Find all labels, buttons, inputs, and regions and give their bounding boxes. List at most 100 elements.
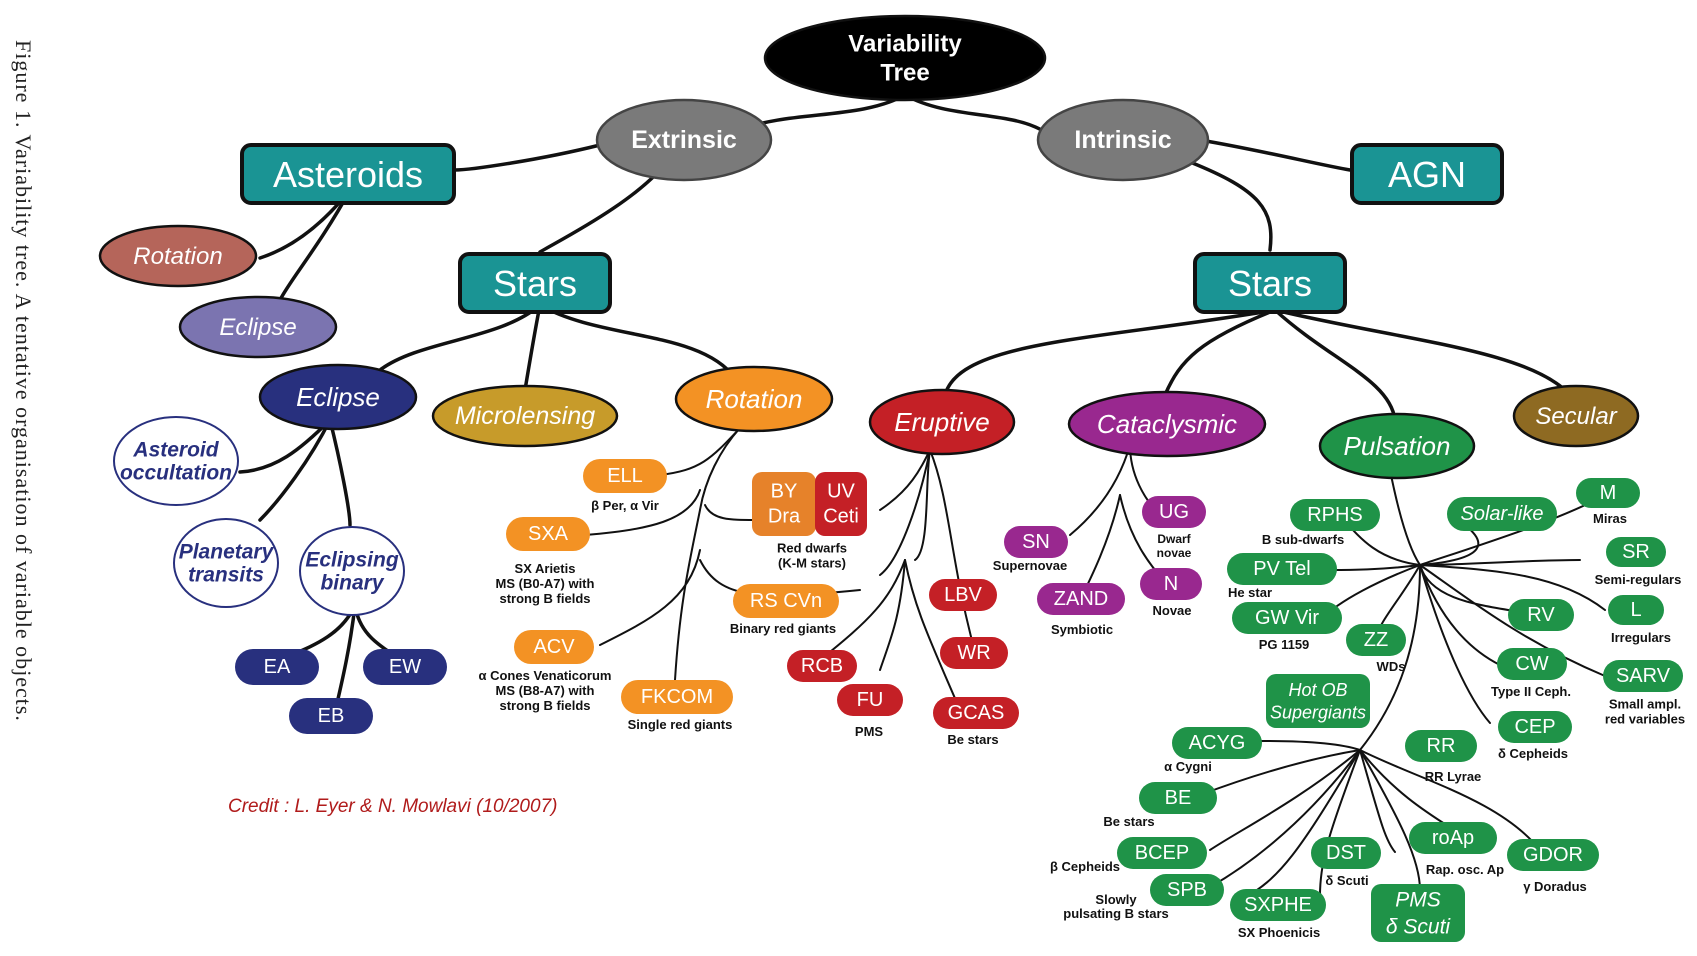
cep-node-shape — [1498, 711, 1572, 743]
asteroids-node: Asteroids — [240, 143, 456, 205]
l-node-label: L — [1630, 599, 1641, 621]
ell-node-label: ELL — [607, 465, 643, 487]
extrinsic-node: Extrinsic — [595, 98, 773, 182]
rv-node: RV — [1508, 599, 1574, 631]
lbv-node-shape — [929, 579, 997, 611]
eclipse-node-shape — [258, 363, 418, 431]
fu-node-shape — [837, 684, 903, 716]
fu-node: FU — [837, 684, 903, 716]
red-dwarfs-caption-label: Red dwarfs(K-M stars) — [777, 540, 847, 570]
stars-intrinsic-node-label: Stars — [1228, 263, 1312, 304]
rs-cvn-caption-label: Binary red giants — [730, 621, 836, 636]
pv-tel-caption-label: He star — [1228, 585, 1272, 600]
pv-tel-node-shape — [1227, 553, 1337, 585]
sr-node-label: SR — [1622, 541, 1650, 563]
m-node-shape — [1576, 478, 1640, 508]
agn-node-label: AGN — [1388, 154, 1466, 195]
pulsation-node: Pulsation — [1318, 412, 1476, 480]
gcas-node-shape — [933, 697, 1019, 729]
asteroid-eclipse-node: Eclipse — [178, 295, 338, 359]
fu-caption-label: PMS — [855, 724, 884, 739]
ew-node: EW — [363, 649, 447, 685]
be-caption-label: Be stars — [1103, 814, 1154, 829]
lbv-node-label: LBV — [944, 584, 982, 606]
connector-lines — [238, 93, 1572, 714]
fkcom-node-label: FKCOM — [641, 686, 713, 708]
sxphe-caption-label: SX Phoenicis — [1238, 925, 1320, 940]
eclipsing-binary-node-shape — [299, 526, 405, 616]
zand-node: ZAND — [1037, 583, 1125, 615]
ell-caption: β Per, α Vir — [591, 498, 659, 513]
l-node-shape — [1608, 595, 1664, 625]
stars-extrinsic-node: Stars — [458, 252, 612, 314]
m-caption-label: Miras — [1593, 511, 1627, 526]
cw-node-label: CW — [1515, 653, 1548, 675]
gw-vir-caption-label: PG 1159 — [1259, 637, 1310, 652]
asteroids-node-label: Asteroids — [273, 154, 423, 195]
acyg-caption-label: α Cygni — [1164, 759, 1212, 774]
fu-caption: PMS — [855, 724, 884, 739]
m-node-label: M — [1600, 482, 1617, 504]
sr-caption-label: Semi-regulars — [1595, 572, 1682, 587]
rphs-caption-label: B sub-dwarfs — [1262, 532, 1344, 547]
eb-node-label: EB — [318, 705, 345, 727]
ell-node-shape — [583, 459, 667, 493]
gdor-caption-label: γ Doradus — [1523, 879, 1587, 894]
eb-node: EB — [289, 698, 373, 734]
asteroid-eclipse-node-label: Eclipse — [219, 314, 296, 341]
intrinsic-node-shape — [1036, 98, 1210, 182]
rcb-node: RCB — [787, 650, 857, 682]
agn-node-shape — [1350, 143, 1504, 205]
sn-node-label: SN — [1022, 531, 1050, 553]
ew-node-shape — [363, 649, 447, 685]
rcb-node-label: RCB — [801, 655, 843, 677]
cep-node: CEP — [1498, 711, 1572, 743]
rr-node: RR — [1405, 730, 1477, 762]
cataclysmic-node-shape — [1067, 390, 1267, 458]
gdor-node-label: GDOR — [1523, 844, 1583, 866]
rphs-node-label: RPHS — [1307, 504, 1363, 526]
eruptive-node-label: Eruptive — [894, 407, 989, 437]
rotation-node-shape — [674, 365, 834, 433]
eclipse-node-label: Eclipse — [296, 382, 380, 412]
n-node-label: N — [1164, 573, 1178, 595]
eclipse-node: Eclipse — [258, 363, 418, 431]
bcep-caption: β Cepheids — [1050, 859, 1120, 874]
cep-node-label: CEP — [1514, 716, 1555, 738]
n-caption: Novae — [1152, 603, 1191, 618]
secular-node-shape — [1512, 384, 1640, 448]
red-dwarfs-caption: Red dwarfs(K-M stars) — [777, 540, 847, 570]
zz-node: ZZ — [1346, 624, 1406, 656]
acv-node-label: ACV — [533, 636, 575, 658]
roap-caption: Rap. osc. Ap — [1426, 862, 1504, 877]
sxa-node-shape — [506, 517, 590, 551]
l-caption: Irregulars — [1611, 630, 1671, 645]
sarv-caption: Small ampl.red variables — [1605, 696, 1685, 726]
bcep-node-shape — [1117, 837, 1207, 869]
figure-caption-label: Figure 1. Variability tree. A tentative … — [11, 40, 36, 722]
ea-node: EA — [235, 649, 319, 685]
dst-node: DST — [1311, 837, 1381, 869]
roap-node-shape — [1409, 822, 1497, 854]
figure-description: Variability tree. A tentative organisati… — [11, 135, 36, 722]
intrinsic-node: Intrinsic — [1036, 98, 1210, 182]
solar-like-node: Solar-like — [1447, 497, 1557, 531]
acv-node-shape — [514, 630, 594, 664]
acyg-node-shape — [1172, 727, 1262, 759]
bcep-node-label: BCEP — [1135, 842, 1189, 864]
cw-caption-label: Type II Ceph. — [1491, 684, 1571, 699]
cw-node-shape — [1497, 648, 1567, 680]
ell-node: ELL — [583, 459, 667, 493]
asteroids-node-shape — [240, 143, 456, 205]
